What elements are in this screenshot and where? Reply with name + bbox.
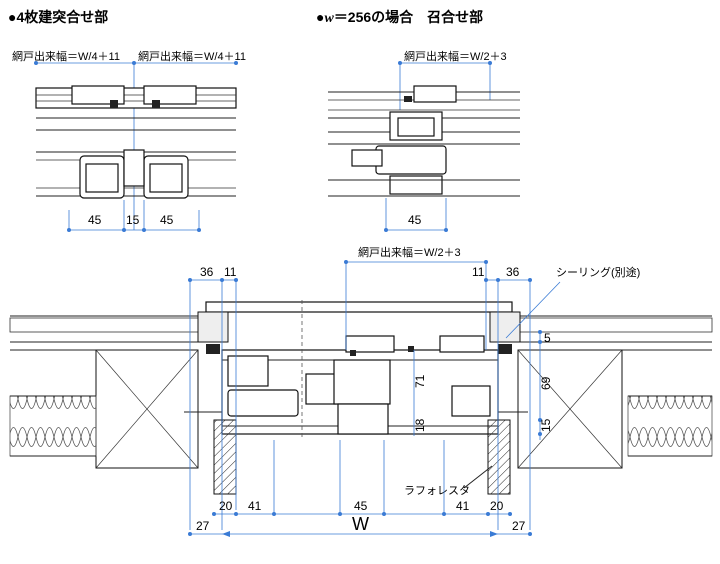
b-dim-20l: 20 bbox=[219, 499, 233, 513]
b-dim-11r: 11 bbox=[472, 265, 485, 279]
tl-dim-45b: 45 bbox=[160, 213, 174, 227]
b-dim-41r: 41 bbox=[456, 499, 470, 513]
tl-dim-45a: 45 bbox=[88, 213, 102, 227]
b-dim-11l: 11 bbox=[224, 265, 237, 279]
label-W: W bbox=[352, 514, 369, 534]
b-dim-71: 71 bbox=[413, 374, 427, 388]
b-dim-69: 69 bbox=[539, 376, 553, 390]
b-dim-41l: 41 bbox=[248, 499, 262, 513]
b-dim-5: 5 bbox=[544, 331, 551, 345]
b-dim-20r: 20 bbox=[490, 499, 504, 513]
b-dim-27l: 27 bbox=[196, 519, 210, 533]
b-label-top: 網戸出来幅＝W/2＋3 bbox=[358, 245, 461, 259]
svg-text:●w＝256の場合 召合せ部: ●w＝256の場合 召合せ部 bbox=[316, 9, 483, 26]
b-dim-45: 45 bbox=[354, 499, 368, 513]
bottom-main-detail: 36 11 11 36 網戸出来幅＝W/2＋3 5 69 15 71 18 シー… bbox=[9, 245, 713, 537]
b-dim-18: 18 bbox=[413, 418, 427, 432]
top-left-detail: 網戸出来幅＝W/4＋11 網戸出来幅＝W/4＋11 45 15 45 bbox=[12, 49, 246, 232]
title-left: ●4枚建突合せ部 bbox=[8, 9, 108, 25]
tl-label-a: 網戸出来幅＝W/4＋11 bbox=[12, 49, 120, 63]
tl-dim-15: 15 bbox=[126, 213, 140, 227]
label-rafore: ラフォレスタ bbox=[404, 484, 470, 497]
label-sealing: シーリング(別途) bbox=[556, 265, 640, 279]
title-right-bullet: ● bbox=[316, 9, 324, 25]
b-dim-36l: 36 bbox=[200, 265, 214, 279]
b-dim-27r: 27 bbox=[512, 519, 526, 533]
b-dim-36r: 36 bbox=[506, 265, 520, 279]
title-right-text: ＝256の場合 召合せ部 bbox=[334, 9, 483, 25]
top-right-detail: 網戸出来幅＝W/2＋3 45 bbox=[328, 49, 520, 232]
tl-label-b: 網戸出来幅＝W/4＋11 bbox=[138, 49, 246, 63]
tr-dim-45: 45 bbox=[408, 213, 422, 227]
title-right-var: w bbox=[324, 11, 334, 26]
tr-label: 網戸出来幅＝W/2＋3 bbox=[404, 49, 507, 63]
b-dim-15: 15 bbox=[539, 418, 553, 432]
